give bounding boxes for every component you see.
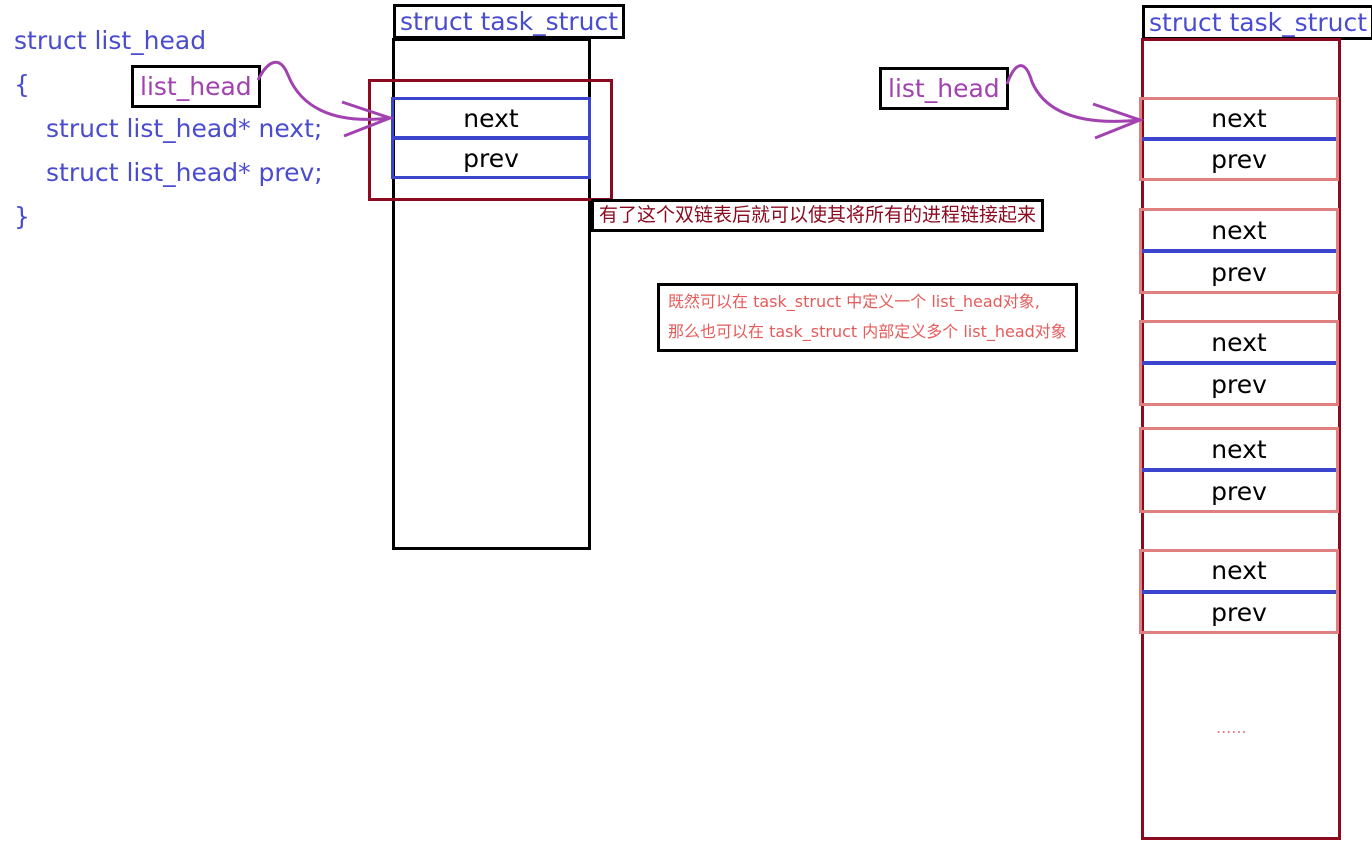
node-divider (1142, 249, 1336, 253)
code-line-open-brace: { (14, 70, 30, 99)
task-struct-box-right (1141, 38, 1341, 840)
node-divider (1142, 137, 1336, 141)
list-node-right-5: next prev (1139, 549, 1339, 634)
prev-field: prev (1211, 476, 1267, 506)
note-doubly-linked: 有了这个双链表后就可以使其将所有的进程链接起来 (591, 199, 1045, 232)
arrowhead-right (1092, 102, 1145, 140)
prev-field: prev (1211, 597, 1267, 627)
node-divider (1142, 361, 1336, 365)
next-field: next (1211, 556, 1267, 586)
next-field: next (1211, 104, 1267, 133)
note-multiple-list-head: 既然可以在 task_struct 中定义一个 list_head对象, 那么也… (657, 283, 1078, 352)
prev-field: prev (1211, 257, 1267, 287)
code-line-close-brace: } (14, 202, 30, 231)
note-line-1: 既然可以在 task_struct 中定义一个 list_head对象, (668, 292, 1040, 311)
code-line-prev: struct list_head* prev; (46, 158, 323, 187)
node-divider (1142, 589, 1336, 594)
prev-field: prev (1211, 145, 1267, 174)
arrowhead-left (341, 100, 395, 138)
next-field: next (1211, 215, 1267, 245)
node-divider (394, 136, 588, 140)
note-line-2: 那么也可以在 task_struct 内部定义多个 list_head对象 (668, 322, 1067, 342)
list-head-label-right: list_head (879, 67, 1009, 110)
list-node-right-1: next prev (1139, 97, 1339, 181)
code-line-next: struct list_head* next; (46, 114, 323, 143)
ellipsis-text: ...... (1216, 718, 1247, 737)
arrow-list-head-right (1005, 64, 1141, 123)
prev-field: prev (463, 143, 519, 173)
list-node-right-3: next prev (1139, 320, 1339, 406)
next-field: next (1211, 327, 1267, 357)
list-node-right-2: next prev (1139, 208, 1339, 294)
list-node-right-4: next prev (1139, 427, 1339, 513)
code-line-struct: struct list_head (14, 26, 207, 55)
list-head-label-left: list_head (131, 65, 261, 108)
node-divider (1142, 468, 1336, 472)
next-field: next (1211, 434, 1267, 464)
next-field: next (463, 103, 519, 133)
list-node-left: next prev (391, 97, 591, 179)
prev-field: prev (1211, 369, 1267, 399)
task-struct-box-left (392, 38, 591, 550)
arrow-list-head-left (256, 61, 391, 121)
task-struct-title-left: struct task_struct (393, 4, 626, 39)
list-head-highlight-left (368, 79, 613, 201)
